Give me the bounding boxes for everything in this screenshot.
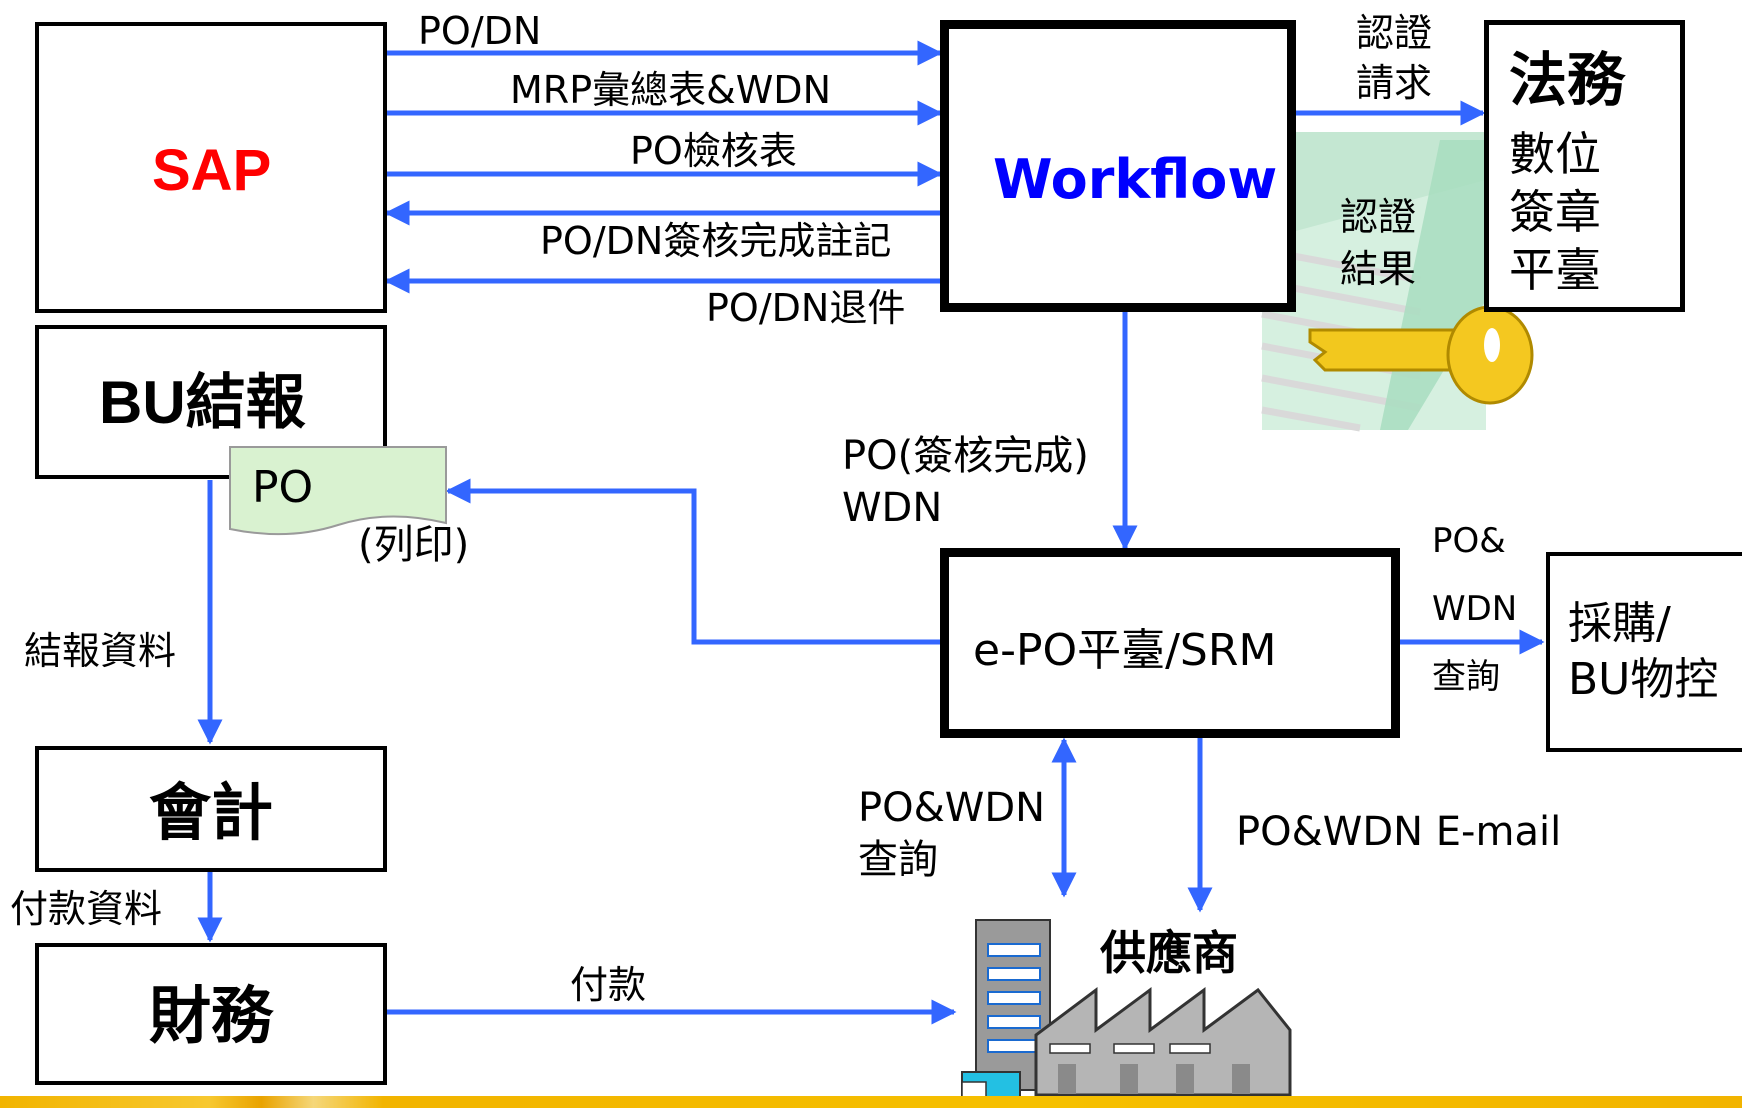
finance-box: 財務 (35, 943, 387, 1085)
legal-box: 法務 數位 簽章 平臺 (1484, 20, 1685, 312)
label-po-wdn-query-bottom-1: PO&WDN (858, 788, 1045, 828)
legal-line-3: 平臺 (1509, 247, 1601, 293)
legal-title: 法務 (1509, 51, 1625, 109)
workflow-box: Workflow (940, 20, 1296, 312)
label-po-wdn-email: PO&WDN E-mail (1236, 812, 1561, 852)
footer-bar (0, 1096, 1742, 1108)
workflow-label: Workflow (993, 153, 1277, 207)
purchasing-box: 採購/ BU物控 (1546, 552, 1742, 752)
label-po-dn-return: PO/DN退件 (706, 289, 905, 327)
epo-box: e-PO平臺/SRM (940, 548, 1400, 738)
legal-line-2: 簽章 (1509, 189, 1601, 235)
label-mrp: MRP彙總表&WDN (510, 71, 831, 109)
label-po-wdn-query-right-1: PO& (1432, 524, 1506, 558)
label-cert-result-2: 結果 (1340, 250, 1416, 288)
bu-report-rest: 結報 (186, 368, 306, 438)
label-po-wdn-query-right-3: 查詢 (1432, 660, 1500, 694)
epo-label: e-PO平臺/SRM (973, 629, 1276, 673)
label-cert-request-2: 請求 (1356, 64, 1432, 102)
label-payment: 付款 (570, 966, 646, 1004)
finance-label: 財務 (39, 985, 383, 1047)
bu-report-label: BU結報 (99, 373, 306, 433)
po-note-label: PO (252, 466, 313, 510)
label-po-dn: PO/DN (418, 12, 541, 50)
bu-report-bold: BU (99, 369, 186, 436)
legal-line-1: 數位 (1509, 131, 1601, 177)
label-print: (列印) (358, 525, 469, 565)
sap-label: SAP (152, 142, 271, 200)
sap-box: SAP (35, 22, 387, 313)
label-po-dn-signed: PO/DN簽核完成註記 (540, 222, 891, 260)
purchasing-line-2: BU物控 (1568, 658, 1718, 702)
accounting-box: 會計 (35, 746, 387, 872)
label-payment-data: 付款資料 (10, 890, 162, 928)
purchasing-line-1: 採購/ (1568, 602, 1671, 646)
label-po-check: PO檢核表 (630, 132, 797, 170)
label-supplier: 供應商 (1100, 930, 1238, 976)
label-cert-request-1: 認證 (1356, 14, 1432, 52)
label-po-wdn-query-right-2: WDN (1432, 592, 1517, 626)
label-cert-result-1: 認證 (1340, 198, 1416, 236)
label-po-wdn-query-bottom-2: 查詢 (858, 840, 938, 880)
accounting-label: 會計 (39, 782, 383, 844)
label-report-data: 結報資料 (24, 632, 176, 670)
label-po-signed-1: PO(簽核完成) (842, 436, 1089, 476)
label-po-signed-2: WDN (842, 488, 942, 528)
